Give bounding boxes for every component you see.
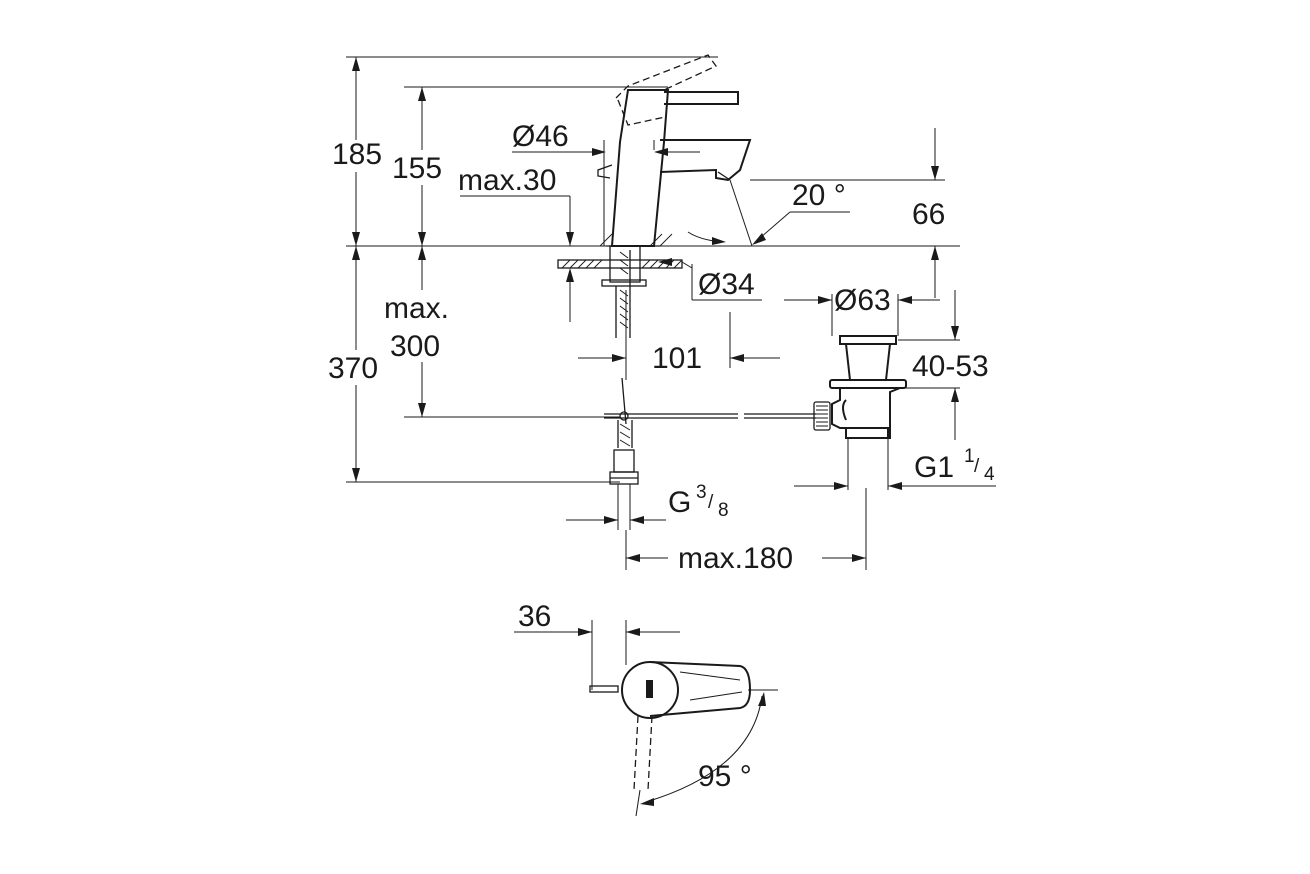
label-max30: max.30: [458, 164, 556, 197]
label-max: max.: [384, 292, 449, 325]
label-g-num: 3: [696, 482, 707, 503]
label-o63: Ø63: [834, 284, 891, 317]
label-g1-num: 1: [964, 446, 975, 467]
label-g1: G1: [914, 451, 954, 484]
label-370: 370: [328, 352, 378, 385]
dim-max30: [460, 195, 574, 322]
dim-370: [352, 246, 360, 482]
dim-o34: [658, 258, 762, 301]
label-max180: max.180: [678, 542, 793, 575]
deck-section: [557, 233, 683, 338]
label-o46: Ø46: [512, 120, 569, 153]
dim-185: [352, 57, 360, 246]
dim-g38: [566, 516, 666, 524]
dim-300: [418, 246, 426, 417]
label-20deg: 20 °: [792, 179, 846, 212]
label-66: 66: [912, 198, 945, 231]
label-101: 101: [652, 342, 702, 375]
label-155: 155: [392, 152, 442, 185]
label-o34: Ø34: [698, 268, 755, 301]
waste-assembly: [813, 335, 907, 490]
dim-20deg: [687, 179, 850, 247]
dim-g114: [794, 482, 996, 490]
dimension-labels: 185 155 Ø46 max.30 20 ° 66 Ø34 Ø63 370 m…: [328, 120, 995, 793]
label-g1-slash: /: [974, 456, 980, 477]
label-95deg: 95 °: [698, 760, 752, 793]
label-185: 185: [332, 138, 382, 171]
dim-max180: [625, 488, 867, 570]
dim-101: [578, 290, 780, 380]
dim-155: [418, 87, 426, 246]
label-g1-den: 4: [984, 464, 995, 485]
faucet-side-view: [597, 54, 752, 247]
dim-o46: [512, 140, 700, 246]
dim-66: [931, 128, 939, 298]
faucet-top-view: [514, 620, 778, 817]
label-36: 36: [518, 600, 551, 633]
dim-o63: [784, 294, 940, 336]
dim-40-53: [898, 290, 960, 440]
label-g-den: 8: [718, 500, 729, 521]
label-40-53: 40-53: [912, 350, 989, 383]
label-300: 300: [390, 330, 440, 363]
supply-line: [604, 377, 816, 530]
label-g: G: [668, 486, 691, 519]
label-g-slash: /: [708, 492, 714, 513]
